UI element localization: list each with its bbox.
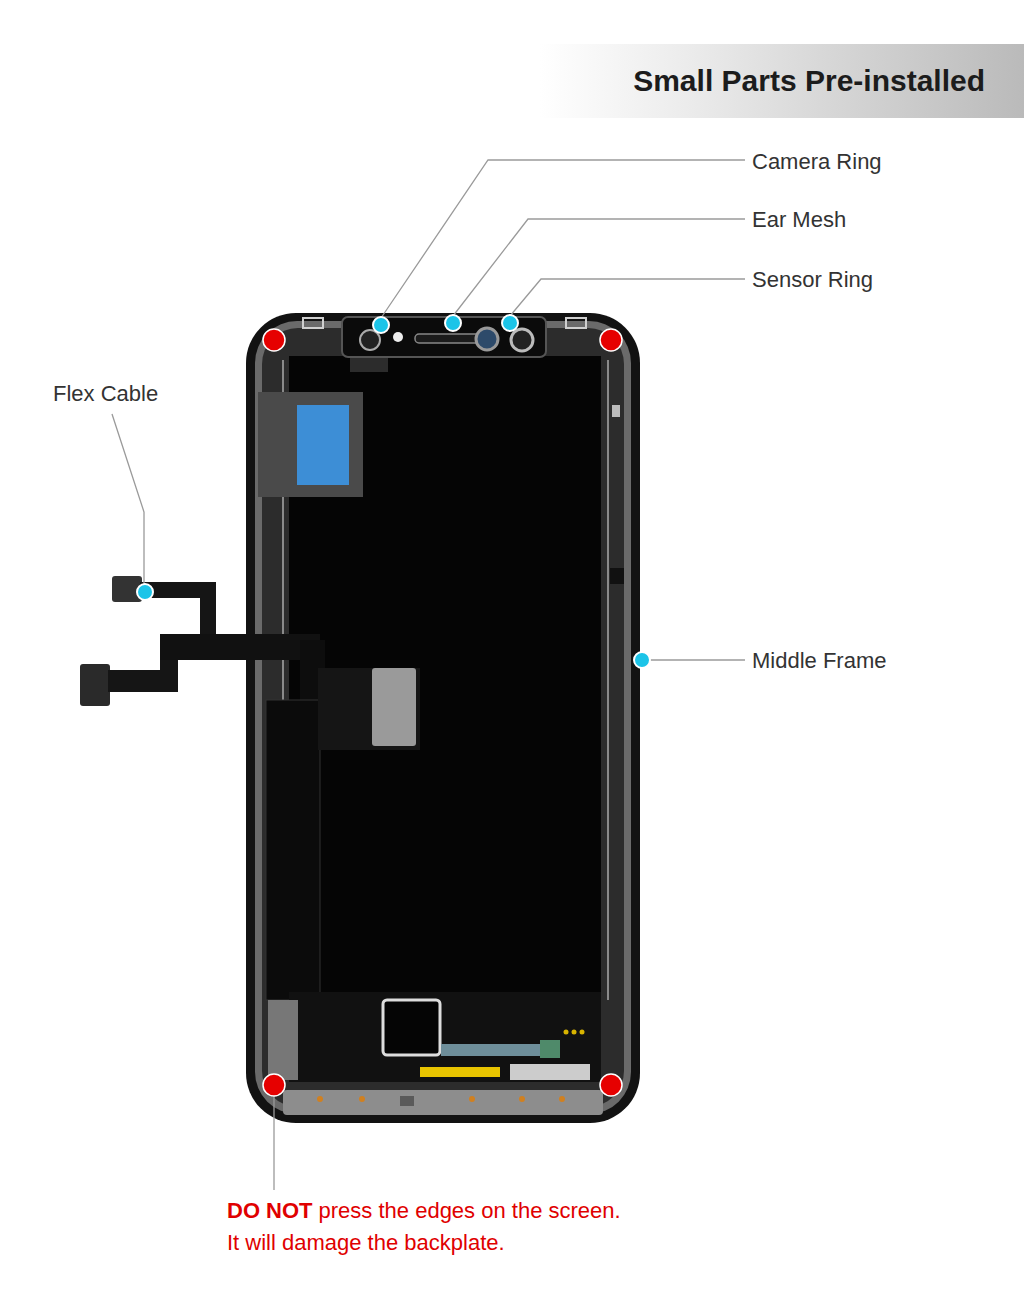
part-dot <box>137 584 153 600</box>
sensor <box>476 328 498 350</box>
frame-inner <box>262 328 624 1107</box>
metal-bracket <box>372 668 416 746</box>
board-area <box>289 992 601 1082</box>
flex-cable <box>160 634 320 660</box>
part-dot <box>373 317 389 333</box>
gold-strip <box>420 1067 500 1077</box>
leader-line <box>112 414 144 585</box>
middle-frame <box>255 321 631 1114</box>
tape-backing <box>258 392 363 497</box>
warning-emphasis: DO NOT <box>227 1198 313 1224</box>
flex-strip <box>441 1044 541 1056</box>
part-dot <box>445 315 461 331</box>
flex-strip <box>540 1040 560 1058</box>
flex-connector <box>80 664 110 706</box>
plate-tab <box>400 1096 414 1106</box>
screw-dot <box>359 1096 365 1102</box>
flex-cable <box>266 700 320 1000</box>
warning-dot <box>263 1074 285 1096</box>
screw-dot <box>519 1096 525 1102</box>
screen-panel <box>289 356 601 992</box>
leader-line <box>650 659 745 660</box>
bottom-plate <box>283 1090 603 1115</box>
leader-line <box>510 279 745 316</box>
side-strip <box>268 1000 298 1080</box>
title-bar <box>540 44 1024 118</box>
flash-dot <box>393 332 403 342</box>
flex-cable <box>200 582 216 638</box>
part-dot <box>634 652 650 668</box>
callout-label: Middle Frame <box>752 648 886 674</box>
title: Small Parts Pre-installed <box>633 63 985 99</box>
frame-slot <box>610 568 624 584</box>
screw-dot <box>469 1096 475 1102</box>
callout-label: Camera Ring <box>752 149 882 175</box>
warning-dot <box>263 329 285 351</box>
corner-clip <box>566 318 586 328</box>
callout-label: Sensor Ring <box>752 267 873 293</box>
leader-line <box>381 160 745 318</box>
leader-line <box>273 1095 274 1190</box>
corner-clip <box>303 318 323 328</box>
frame-slot <box>612 405 620 417</box>
connector <box>510 1064 590 1080</box>
pad <box>572 1030 577 1035</box>
warning-dot <box>600 329 622 351</box>
screw-dot <box>317 1096 323 1102</box>
flex-area <box>318 668 420 750</box>
warning-note: It will damage the backplate. <box>227 1230 505 1256</box>
ear-mesh <box>415 334 480 343</box>
warning-dot <box>600 1074 622 1096</box>
frame-edge <box>607 360 609 1000</box>
phone-body <box>246 313 640 1123</box>
sensor-ring <box>511 329 533 351</box>
callout-label: Ear Mesh <box>752 207 846 233</box>
leader-line <box>453 219 745 316</box>
pad <box>580 1030 585 1035</box>
pad <box>564 1030 569 1035</box>
chip <box>383 1000 440 1055</box>
part-dot <box>502 315 518 331</box>
callout-label: Flex Cable <box>53 381 158 407</box>
screw-dot <box>559 1096 565 1102</box>
warning-note: press the edges on the screen. <box>319 1198 621 1224</box>
blue-tape <box>297 405 349 485</box>
